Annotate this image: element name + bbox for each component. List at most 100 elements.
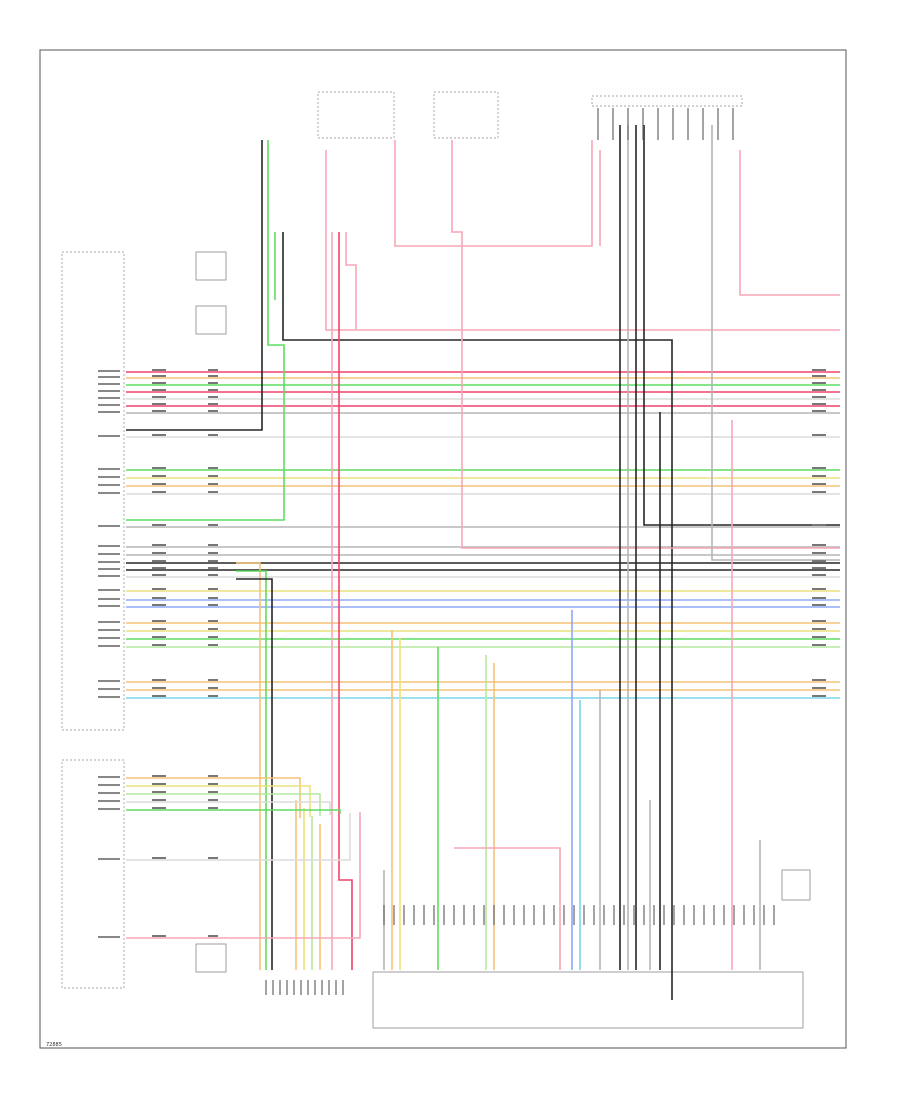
wire-label-mark [208, 604, 218, 606]
wire-label-mark [152, 783, 166, 785]
antenna-box-3 [195, 943, 227, 973]
wire-label-mark [812, 524, 826, 526]
page-code: 72885 [46, 1042, 62, 1048]
wire-label-mark [812, 574, 826, 576]
wire-label-mark [152, 375, 166, 377]
wire-label-mark [152, 604, 166, 606]
wire-black-v0 [126, 140, 263, 431]
wire-pink-r6 [126, 812, 361, 939]
bottom-connector-block [372, 971, 804, 1029]
wire-label-mark [152, 567, 166, 569]
wire-label-mark [812, 597, 826, 599]
wire-label-mark [208, 524, 218, 526]
pin-name-mark [98, 575, 120, 577]
wire-label-mark [152, 807, 166, 809]
wire-label-mark [208, 687, 218, 689]
right-module-box [781, 869, 811, 901]
wire-label-mark [152, 475, 166, 477]
wire-label-mark [208, 544, 218, 546]
pin-name-mark [98, 397, 120, 399]
pin-name-mark [98, 561, 120, 563]
wire-label-mark [812, 604, 826, 606]
wire-label-mark [812, 588, 826, 590]
wire-label-mark [812, 389, 826, 391]
pin-name-mark [98, 492, 120, 494]
pin-name-mark [98, 525, 120, 527]
pin-layer [265, 108, 775, 995]
wire-white-r5 [126, 813, 351, 861]
wire-label-mark [208, 389, 218, 391]
antenna-box-1 [195, 251, 227, 281]
wire-yellow-r1 [126, 785, 311, 817]
wire-label-mark [208, 857, 218, 859]
antenna-box-2 [195, 305, 227, 335]
radio-module-outline [61, 251, 125, 731]
wire-label-mark [812, 369, 826, 371]
wire-label-mark [152, 857, 166, 859]
pin-name-mark [98, 645, 120, 647]
wire-label-mark [208, 628, 218, 630]
wire-label-mark [812, 382, 826, 384]
wire-label-mark [152, 467, 166, 469]
wire-label-mark [812, 679, 826, 681]
wire-label-mark [152, 644, 166, 646]
wire-label-mark [208, 799, 218, 801]
pin-name-mark [98, 858, 120, 860]
wire-orange-r0 [126, 777, 301, 818]
wire-label-mark [152, 574, 166, 576]
wire-label-mark [152, 524, 166, 526]
wire-label-mark [152, 775, 166, 777]
wire-label-mark [812, 544, 826, 546]
fuse-block-b-outline [433, 91, 499, 139]
wire-label-mark [208, 475, 218, 477]
wire-layer [126, 125, 840, 1000]
wire-label-mark [152, 369, 166, 371]
wire-label-mark [152, 483, 166, 485]
wire-label-mark [152, 389, 166, 391]
wire-label-mark [152, 552, 166, 554]
wire-label-mark [152, 544, 166, 546]
wire-red-v6 [338, 232, 353, 970]
pin-name-mark [98, 484, 120, 486]
wire-pink-v7 [345, 232, 357, 330]
wire-label-mark [812, 567, 826, 569]
pin-name-mark [98, 800, 120, 802]
wire-label-mark [812, 403, 826, 405]
wire-label-mark [208, 467, 218, 469]
wire-pink-d18 [454, 847, 561, 970]
wire-label-mark [812, 491, 826, 493]
wire-label-mark [152, 636, 166, 638]
wire-label-mark [152, 799, 166, 801]
wire-orange-d0 [236, 562, 261, 970]
pin-name-mark [98, 680, 120, 682]
wire-label-mark [208, 382, 218, 384]
pin-name-mark [98, 404, 120, 406]
pin-name-mark [98, 476, 120, 478]
pin-name-mark [98, 696, 120, 698]
pin-name-mark [98, 605, 120, 607]
wire-label-mark [812, 560, 826, 562]
wire-label-mark [152, 382, 166, 384]
pin-name-mark [98, 637, 120, 639]
wire-label-mark [208, 375, 218, 377]
pin-name-mark [98, 545, 120, 547]
wire-label-mark [152, 396, 166, 398]
pin-name-mark [98, 370, 120, 372]
top-right-junction-outline [591, 95, 743, 107]
wire-label-mark [152, 679, 166, 681]
wire-label-mark [152, 935, 166, 937]
wire-label-mark [812, 434, 826, 436]
wire-label-mark [152, 597, 166, 599]
wire-label-mark [812, 396, 826, 398]
wire-pink-v4 [325, 150, 840, 331]
pin-name-mark [98, 390, 120, 392]
pin-name-mark [98, 776, 120, 778]
wire-label-mark [208, 410, 218, 412]
wire-black-v14 [643, 125, 840, 526]
wire-label-mark [812, 636, 826, 638]
pin-name-mark [98, 411, 120, 413]
pin-name-mark [98, 383, 120, 385]
pin-name-mark [98, 629, 120, 631]
fuse-block-a-outline [317, 91, 395, 139]
pin-name-mark [98, 468, 120, 470]
